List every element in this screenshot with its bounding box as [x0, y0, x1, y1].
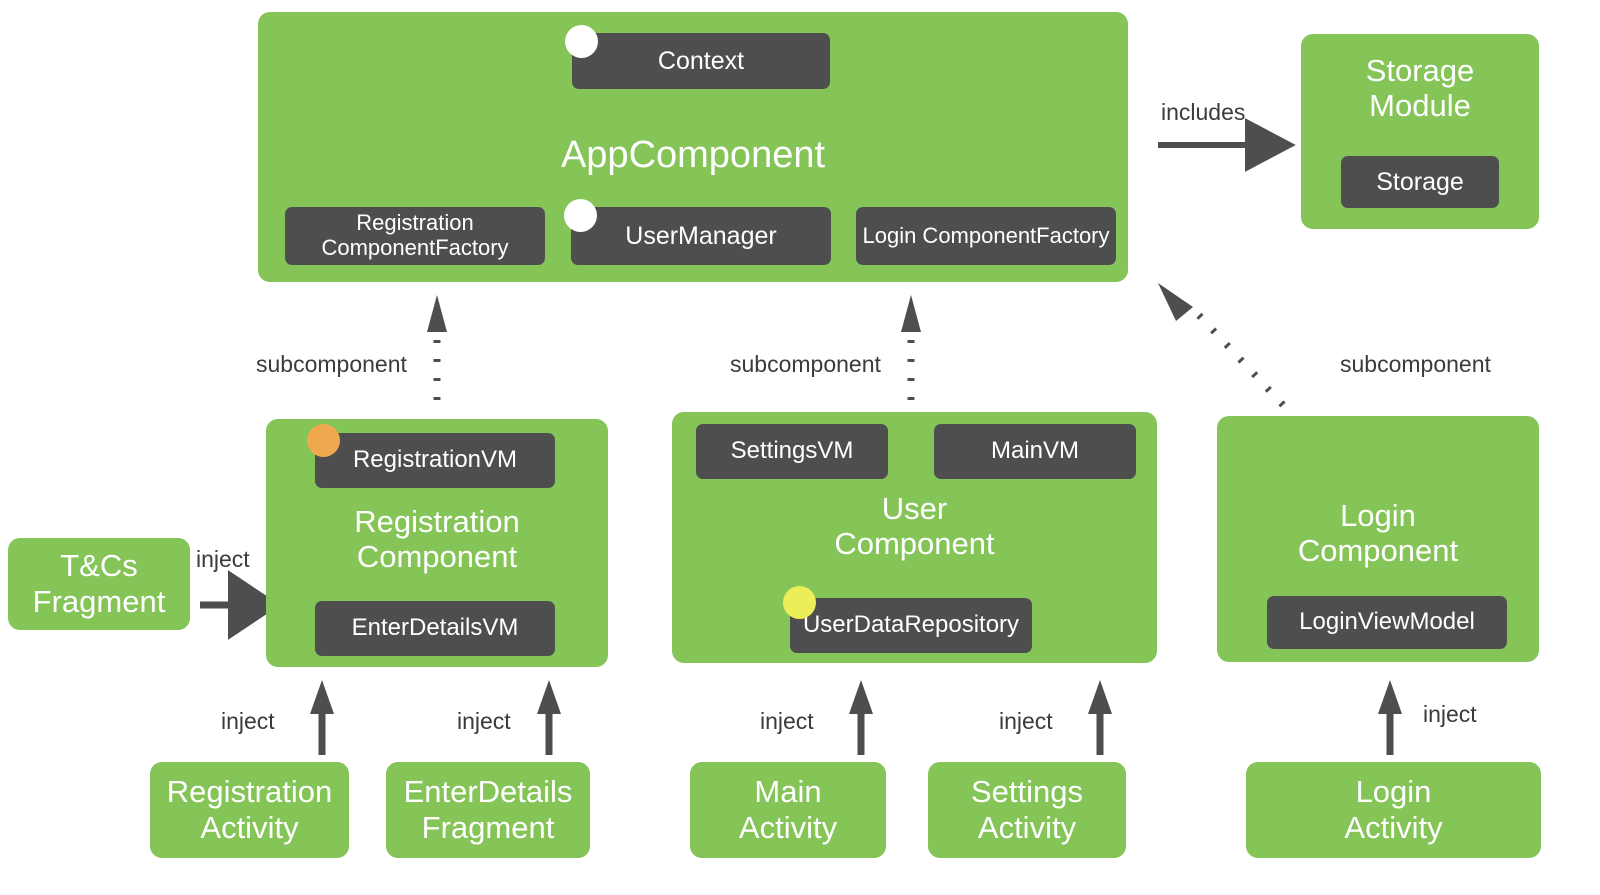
user-component-title: User Component	[834, 491, 995, 561]
storage-module-title: Storage Module	[1365, 53, 1475, 123]
binding-storage-label: Storage	[1376, 168, 1464, 196]
binding-settings-vm-label: SettingsVM	[730, 437, 854, 465]
binding-context-label: Context	[657, 47, 745, 75]
client-enterdetails-fragment[interactable]: EnterDetails Fragment	[386, 762, 590, 858]
binding-main-vm[interactable]: MainVM	[934, 424, 1136, 479]
binding-storage[interactable]: Storage	[1341, 156, 1499, 208]
client-main-activity[interactable]: Main Activity	[690, 762, 886, 858]
edge-subcomponent-user	[901, 295, 921, 400]
edge-label-includes: includes	[1161, 99, 1246, 125]
edge-label-inject-tcs: inject	[196, 546, 250, 572]
edge-label-inject-enterdetails-fragment: inject	[457, 708, 511, 734]
binding-context[interactable]: Context	[572, 33, 830, 89]
registration-component-title: Registration Component	[354, 504, 520, 574]
edge-inject-enterdetails-fragment	[537, 680, 561, 755]
edge-inject-settings-activity	[1088, 680, 1112, 755]
binding-user-manager-label: UserManager	[625, 222, 777, 250]
client-login-activity-label: Login Activity	[1344, 774, 1443, 845]
scope-dot-context	[565, 25, 598, 58]
edge-subcomponent-login	[1158, 283, 1286, 408]
client-tcs-fragment[interactable]: T&Cs Fragment	[8, 538, 190, 630]
edge-inject-main-activity	[849, 680, 873, 755]
binding-registration-vm-label: RegistrationVM	[352, 446, 518, 474]
client-main-activity-label: Main Activity	[738, 774, 838, 845]
client-login-activity[interactable]: Login Activity	[1246, 762, 1541, 858]
edge-inject-login-activity	[1378, 680, 1402, 755]
edge-inject-registration-activity	[310, 680, 334, 755]
edge-label-subcomponent-user: subcomponent	[730, 351, 881, 377]
binding-main-vm-label: MainVM	[990, 437, 1080, 465]
binding-user-data-repository[interactable]: UserDataRepository	[790, 598, 1032, 653]
edge-label-inject-login-activity: inject	[1423, 701, 1477, 727]
binding-registration-component-factory-label: Registration ComponentFactory	[321, 210, 509, 260]
client-settings-activity-label: Settings Activity	[970, 774, 1083, 845]
binding-login-view-model-label: LoginViewModel	[1299, 608, 1475, 636]
app-component-title: AppComponent	[560, 134, 826, 176]
client-tcs-fragment-label: T&Cs Fragment	[32, 548, 166, 619]
binding-enterdetails-vm-label: EnterDetailsVM	[351, 614, 519, 642]
binding-login-component-factory-label: Login ComponentFactory	[862, 222, 1110, 248]
client-settings-activity[interactable]: Settings Activity	[928, 762, 1126, 858]
binding-user-data-repository-label: UserDataRepository	[802, 611, 1020, 639]
edge-label-subcomponent-registration: subcomponent	[256, 351, 407, 377]
login-component-title: Login Component	[1297, 498, 1459, 568]
scope-dot-user-manager	[564, 199, 597, 232]
scope-dot-registration-vm	[307, 424, 340, 457]
binding-registration-vm[interactable]: RegistrationVM	[315, 433, 555, 488]
client-registration-activity-label: Registration Activity	[166, 774, 333, 845]
binding-user-manager[interactable]: UserManager	[571, 207, 831, 265]
edge-label-inject-registration-activity: inject	[221, 708, 275, 734]
binding-login-component-factory[interactable]: Login ComponentFactory	[856, 207, 1116, 265]
edge-label-inject-settings-activity: inject	[999, 708, 1053, 734]
binding-registration-component-factory[interactable]: Registration ComponentFactory	[285, 207, 545, 265]
edge-subcomponent-registration	[427, 295, 447, 400]
binding-login-view-model[interactable]: LoginViewModel	[1267, 596, 1507, 649]
binding-enterdetails-vm[interactable]: EnterDetailsVM	[315, 601, 555, 656]
client-enterdetails-fragment-label: EnterDetails Fragment	[403, 774, 573, 845]
scope-dot-user-data-repository	[783, 586, 816, 619]
edge-label-subcomponent-login: subcomponent	[1340, 351, 1491, 377]
edge-label-inject-main-activity: inject	[760, 708, 814, 734]
binding-settings-vm[interactable]: SettingsVM	[696, 424, 888, 479]
client-registration-activity[interactable]: Registration Activity	[150, 762, 349, 858]
